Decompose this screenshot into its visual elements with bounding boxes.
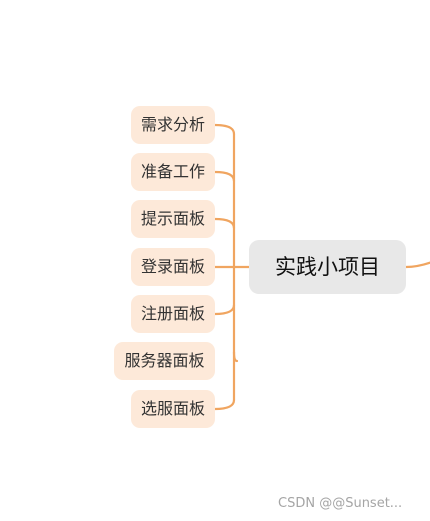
connector-branch-7 xyxy=(213,398,236,411)
node-child-5[interactable]: 注册面板 xyxy=(131,295,215,333)
connector-branch-6 xyxy=(232,350,239,363)
connector-branch-2 xyxy=(213,170,236,183)
watermark-text: CSDN @@Sunset... xyxy=(278,496,403,511)
node-child-2[interactable]: 准备工作 xyxy=(131,153,215,191)
node-child-4[interactable]: 登录面板 xyxy=(131,248,215,286)
node-child-7[interactable]: 选服面板 xyxy=(131,390,215,428)
connector-branch-1 xyxy=(213,123,236,136)
connector-branch-3 xyxy=(213,217,236,230)
node-child-1[interactable]: 需求分析 xyxy=(131,106,215,144)
node-child-3[interactable]: 提示面板 xyxy=(131,200,215,238)
node-root[interactable]: 实践小项目 xyxy=(249,240,406,294)
connector-branch-5 xyxy=(213,303,236,316)
node-child-6[interactable]: 服务器面板 xyxy=(114,342,215,380)
connector-root-right xyxy=(404,261,430,269)
